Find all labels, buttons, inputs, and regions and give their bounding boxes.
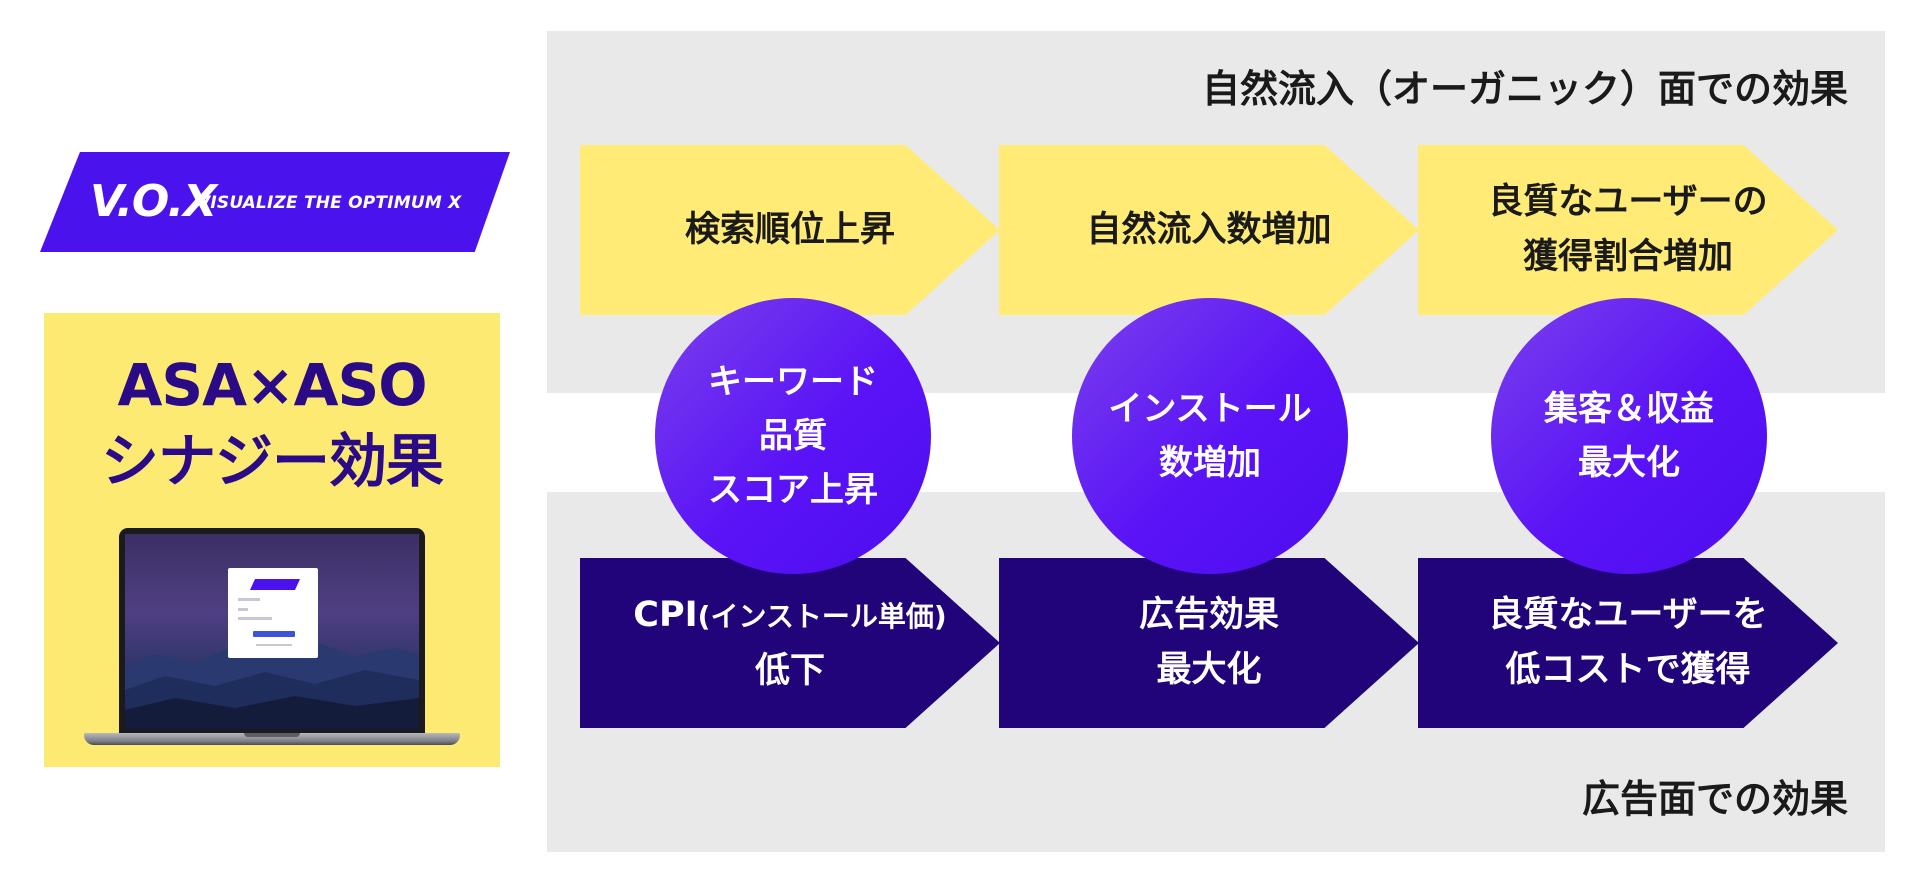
login-card-logo — [250, 579, 300, 590]
login-button — [253, 631, 295, 637]
ad-step-2-text: 広告効果 最大化 — [1138, 595, 1279, 690]
promo-card: ASA×ASO シナジー効果 — [44, 313, 500, 767]
laptop-lid — [119, 528, 425, 735]
login-line — [238, 608, 248, 611]
login-card — [228, 568, 318, 658]
organic-step-2-text: 自然流入数増加 — [1086, 209, 1332, 250]
ad-step-3-text: 良質なユーザーを 低コストで獲得 — [1488, 595, 1768, 690]
ad-step-1-line2: 低下 — [754, 650, 825, 691]
ad-step-1-text: CPI(インストール単価) 低下 — [625, 588, 955, 699]
promo-title: ASA×ASO シナジー効果 — [44, 347, 500, 499]
organic-step-1: 検索順位上昇 — [580, 145, 1000, 315]
laptop-base — [84, 733, 460, 745]
login-line — [238, 598, 260, 601]
vox-tagline: VISUALIZE THE OPTIMUM X — [197, 193, 462, 213]
bridge-circle-3-text: 集客＆収益 最大化 — [1544, 389, 1714, 483]
organic-step-2: 自然流入数増加 — [999, 145, 1419, 315]
organic-section-label: 自然流入（オーガニック）面での効果 — [1201, 67, 1848, 111]
laptop-illustration — [84, 528, 460, 753]
ad-step-1-main: CPI — [633, 594, 698, 635]
ad-step-3: 良質なユーザーを 低コストで獲得 — [1418, 558, 1838, 728]
bridge-circle-2: インストール 数増加 — [1072, 298, 1348, 574]
promo-title-line1: ASA×ASO — [117, 351, 427, 419]
mountain-landscape — [125, 642, 419, 729]
vox-logo: V.O.X — [90, 176, 217, 227]
bridge-circle-1-text: キーワード 品質 スコア上昇 — [708, 362, 878, 510]
vox-brand-banner: V.O.X VISUALIZE THE OPTIMUM X — [40, 152, 510, 252]
organic-step-3: 良質なユーザーの 獲得割合増加 — [1418, 145, 1838, 315]
ad-step-1: CPI(インストール単価) 低下 — [580, 558, 1000, 728]
login-line — [238, 617, 272, 620]
organic-step-1-text: 検索順位上昇 — [684, 209, 895, 250]
bridge-circle-1: キーワード 品質 スコア上昇 — [655, 298, 931, 574]
ad-step-1-paren: (インストール単価) — [697, 599, 947, 633]
laptop-notch — [244, 733, 300, 737]
bridge-circle-3: 集客＆収益 最大化 — [1491, 298, 1767, 574]
bridge-circle-2-text: インストール 数増加 — [1108, 389, 1312, 483]
promo-title-line2: シナジー効果 — [100, 427, 444, 495]
login-line — [256, 644, 292, 646]
ad-step-2: 広告効果 最大化 — [999, 558, 1419, 728]
ad-section-label: 広告面での効果 — [1581, 777, 1848, 821]
organic-step-3-text: 良質なユーザーの 獲得割合増加 — [1488, 182, 1768, 277]
laptop-screen — [125, 534, 419, 729]
